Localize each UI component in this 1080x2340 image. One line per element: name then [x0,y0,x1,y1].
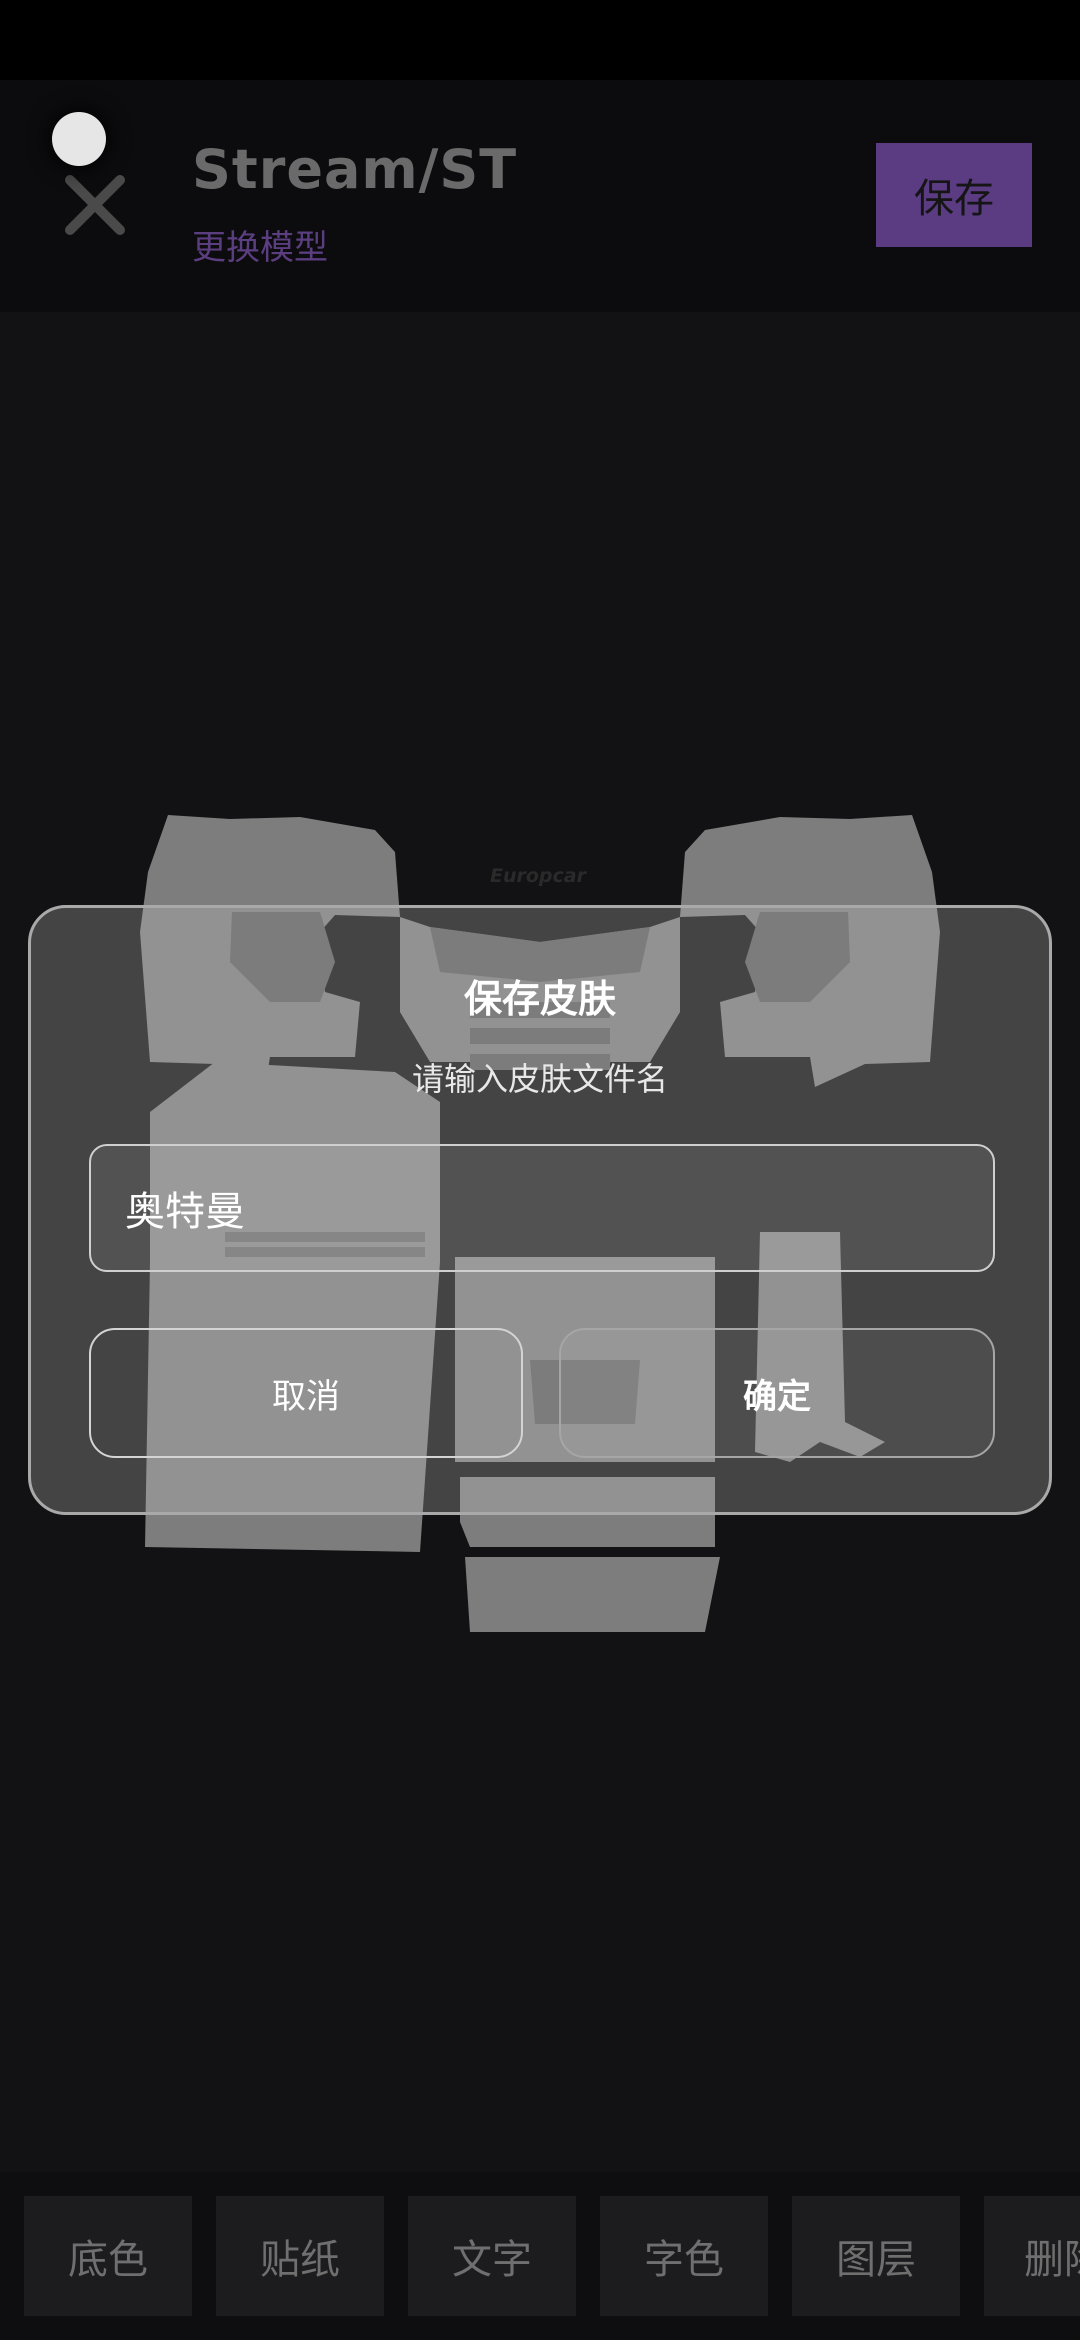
dialog-title: 保存皮肤 [463,977,616,1021]
save-skin-dialog: 保存皮肤 请输入皮肤文件名 奥特曼 取消 确定 [28,905,1052,1515]
bottom-toolbar: 底色 贴纸 文字 字色 图层 删除 [0,2172,1080,2340]
tool-text[interactable]: 文字 [408,2196,576,2316]
top-bar: Stream/ST 更换模型 保存 [0,80,1080,312]
save-button[interactable]: 保存 [876,143,1032,247]
page-title: Stream/ST [192,138,518,201]
tool-layers[interactable]: 图层 [792,2196,960,2316]
status-bar [0,0,1080,80]
close-icon [65,175,125,235]
skin-canvas[interactable]: Europcar [0,312,1080,2172]
tool-base-color[interactable]: 底色 [24,2196,192,2316]
confirm-button[interactable]: 确定 [559,1328,995,1458]
skin-texture [140,815,940,1632]
cancel-button[interactable]: 取消 [89,1328,523,1458]
tool-sticker[interactable]: 贴纸 [216,2196,384,2316]
skin-logo-text: Europcar [490,865,586,887]
close-button[interactable] [40,150,150,260]
touch-indicator [52,112,106,166]
change-model-link[interactable]: 更换模型 [192,228,328,268]
skin-name-input[interactable]: 奥特曼 [89,1144,995,1272]
dialog-hint: 请输入皮肤文件名 [411,1060,668,1098]
tool-delete[interactable]: 删除 [984,2196,1080,2316]
tool-text-color[interactable]: 字色 [600,2196,768,2316]
